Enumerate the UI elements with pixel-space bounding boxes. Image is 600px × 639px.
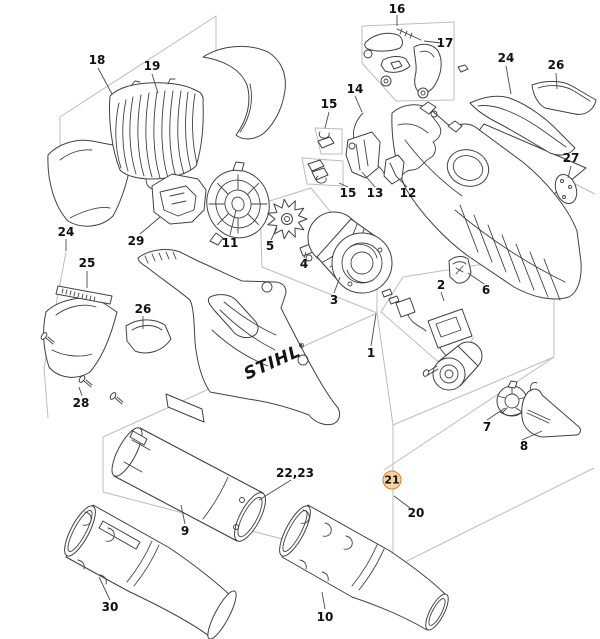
part-label-20[interactable]: 20 [407,506,425,520]
part-label-28[interactable]: 28 [72,396,90,410]
part-2-electrical-group-drawing [381,288,483,391]
part-12-bracket-drawing [383,154,405,185]
part-label-22-23[interactable]: 22,23 [276,466,314,480]
housing-right-shell-drawing [391,101,582,301]
part-label-17[interactable]: 17 [436,36,454,50]
part-label-19[interactable]: 19 [143,59,161,73]
part-label-9[interactable]: 9 [180,524,190,538]
part-18-shell-drawing [47,45,286,227]
part-label-1[interactable]: 1 [366,346,376,360]
part-label-27[interactable]: 27 [562,151,580,165]
part-label-15[interactable]: 15 [339,186,357,200]
part-9-blower-tube-drawing [111,427,266,542]
part-16-trigger-assembly-drawing [363,28,469,99]
part-label-13[interactable]: 13 [366,186,384,200]
part-label-18[interactable]: 18 [88,53,106,67]
part-10-round-nozzle-drawing [279,504,449,631]
part-19-intake-grille-drawing [109,78,204,190]
part-label-26[interactable]: 26 [547,58,565,72]
part-28-screws-drawing [40,332,124,405]
part-30-flat-nozzle-drawing [64,504,237,639]
part-label-12[interactable]: 12 [399,186,417,200]
part-29-mount-drawing [151,173,207,225]
part-label-30[interactable]: 30 [101,600,119,614]
part-27-cap-plate-drawing [554,173,578,205]
part-8-deflector-cone-drawing [521,382,581,438]
part-label-15[interactable]: 15 [320,97,338,111]
part-label-6[interactable]: 6 [481,283,491,297]
part-6-plug-drawing [448,256,472,284]
part-label-26[interactable]: 26 [134,302,152,316]
part-15-clips-drawing [307,131,335,184]
part-label-24[interactable]: 24 [497,51,515,65]
part-label-2[interactable]: 2 [436,278,446,292]
part-label-29[interactable]: 29 [127,234,145,248]
part-26-cover-left-drawing [125,319,172,354]
part-25-label-sticker-drawing [55,285,113,305]
part-label-11[interactable]: 11 [221,236,239,250]
label-leader-lines [65,15,572,610]
part-label-14[interactable]: 14 [346,82,364,96]
part-11-fan-housing-drawing [206,161,270,246]
part-label-10[interactable]: 10 [316,610,334,624]
part-13-bracket-drawing [345,131,381,179]
part-label-4[interactable]: 4 [299,257,309,271]
part-label-16[interactable]: 16 [388,2,406,16]
part-label-25[interactable]: 25 [78,256,96,270]
part-3-motor-drawing [307,211,393,294]
part-label-21[interactable]: 21 [382,470,402,490]
part-label-7[interactable]: 7 [482,420,492,434]
part-label-5[interactable]: 5 [265,239,275,253]
housing-left-shell-drawing [137,249,341,426]
part-label-24[interactable]: 24 [57,225,75,239]
part-5-impeller-drawing [267,198,308,240]
part-label-8[interactable]: 8 [519,439,529,453]
part-26-cover-right-drawing [531,80,597,115]
part-label-3[interactable]: 3 [329,293,339,307]
